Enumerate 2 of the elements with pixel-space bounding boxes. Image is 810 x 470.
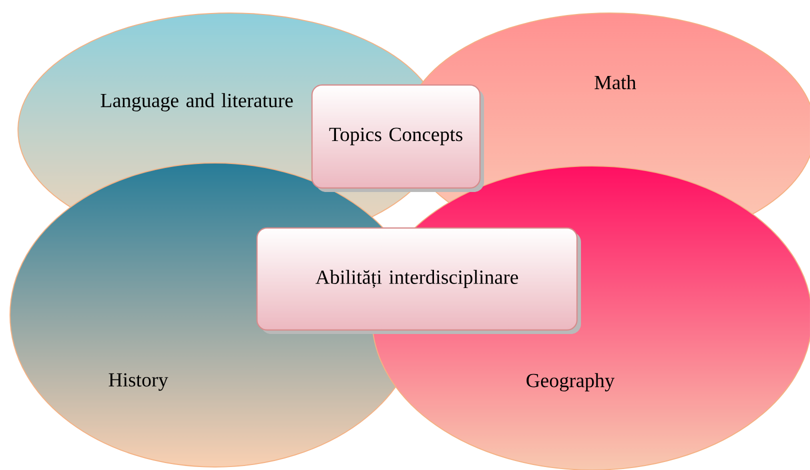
rounded-box: Topics Concepts xyxy=(311,84,484,192)
rounded-box: Abilități interdisciplinare xyxy=(256,227,581,334)
